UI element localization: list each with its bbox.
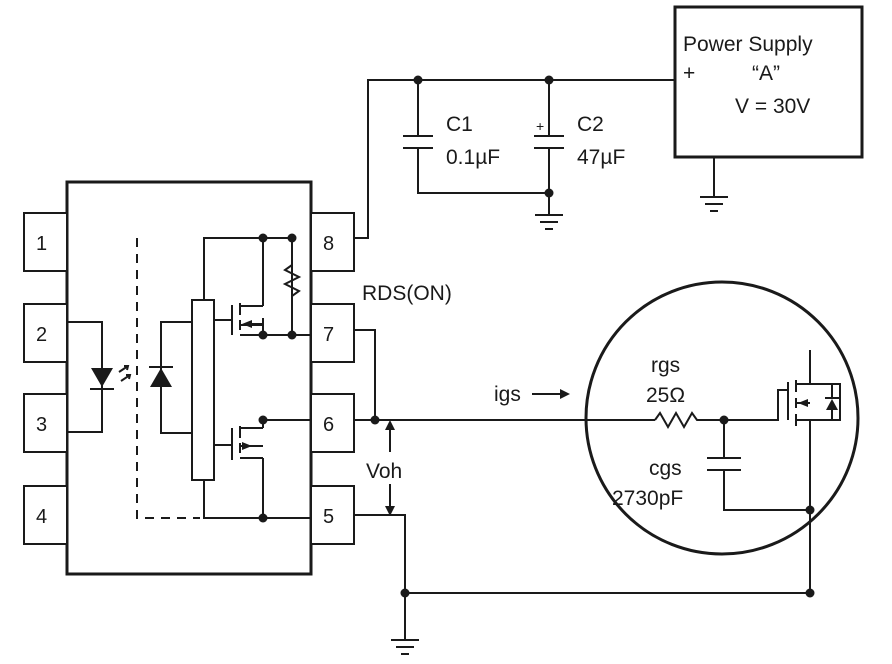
pin-6-label: 6 [323, 414, 334, 436]
igs-arrow [532, 389, 570, 399]
power-mosfet [787, 350, 841, 593]
capacitor-c2 [534, 80, 564, 215]
pin-4-label: 4 [36, 506, 47, 528]
rds-label: RDS(ON) [362, 282, 452, 305]
cgs-value: 2730pF [612, 487, 683, 510]
c1-name: C1 [446, 113, 473, 136]
power-supply-box [673, 5, 864, 159]
gate-model-circle [584, 280, 860, 556]
ground-supply [700, 157, 728, 212]
pin-8-pad [310, 212, 355, 272]
pin-2-pad [23, 303, 68, 363]
resistor-rgs [654, 389, 788, 430]
supply-name: “A” [752, 62, 780, 85]
pin-4-pad [23, 485, 68, 545]
pin-7-label: 7 [323, 324, 334, 346]
pin-5-pad [310, 485, 355, 545]
pin-8-label: 8 [323, 233, 334, 255]
capacitor-cgs [707, 420, 810, 511]
ground-c2 [535, 214, 563, 230]
upper-mosfet [203, 237, 311, 336]
supply-rail [354, 79, 675, 239]
supply-title: Power Supply [683, 33, 813, 56]
photodiode [136, 238, 200, 519]
pin-5-label: 5 [323, 506, 334, 528]
voh-arrows [385, 420, 395, 516]
pin5-wire [354, 514, 406, 640]
pin-3-pad [23, 393, 68, 453]
voh-label: Voh [366, 460, 402, 483]
c2-polarity: + [536, 118, 544, 134]
input-led [67, 321, 132, 433]
ic-package-body [65, 180, 313, 576]
pin-2-label: 2 [36, 324, 47, 346]
c1-value: 0.1µF [446, 146, 500, 169]
pin-1-pad [23, 212, 68, 272]
c2-value: 47µF [577, 146, 625, 169]
pin-6-pad [310, 393, 355, 453]
c2-name: C2 [577, 113, 604, 136]
rgs-value: 25Ω [646, 384, 685, 407]
lower-mosfet [203, 419, 311, 520]
rgs-name: rgs [651, 354, 680, 377]
cgs-name: cgs [649, 457, 682, 480]
capacitor-c1 [403, 80, 549, 194]
ground-main [391, 639, 419, 655]
driver-block [191, 299, 215, 481]
pin-7-pad [310, 303, 355, 363]
pin-1-label: 1 [36, 233, 47, 255]
supply-plus: + [683, 62, 695, 85]
pin-3-label: 3 [36, 414, 47, 436]
igs-label: igs [494, 383, 521, 406]
supply-voltage: V = 30V [735, 95, 810, 118]
pin7-link [354, 329, 376, 420]
